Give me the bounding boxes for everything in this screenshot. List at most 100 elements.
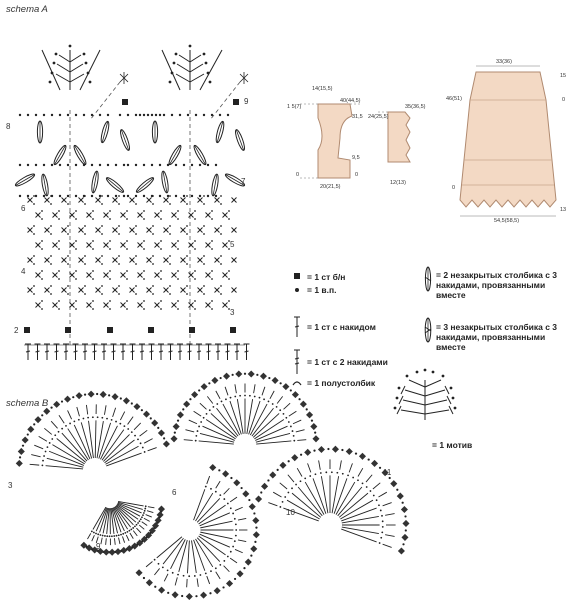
sc-square — [27, 425, 35, 433]
dc-stitch — [24, 343, 32, 361]
chain-dot — [169, 263, 171, 265]
sc-square — [304, 448, 312, 456]
sc-x-mark — [112, 197, 118, 203]
chain-dot — [120, 533, 122, 536]
chain-dot — [402, 543, 405, 546]
chain-dot — [87, 416, 90, 419]
sc-square — [358, 452, 367, 460]
chain-dot — [153, 558, 156, 561]
row-number: 11 — [383, 468, 392, 477]
fan-dc-stitch — [56, 438, 87, 463]
chain-dot — [106, 417, 108, 420]
sc-square — [244, 558, 252, 566]
chain-dot — [202, 416, 205, 419]
chain-dot — [198, 425, 201, 428]
fan-dc-stitch — [195, 492, 214, 522]
fan-dc-stitch — [114, 506, 131, 528]
chain-dot — [126, 218, 128, 220]
chain-dot — [143, 300, 145, 302]
row-number: 8 — [6, 122, 11, 131]
chain-dot — [117, 534, 120, 537]
fan-outer-stitch — [206, 396, 214, 404]
legend-ch: = 1 в.п. — [307, 285, 337, 295]
chain-dot — [50, 225, 52, 227]
chain-dot — [118, 285, 120, 287]
schema-b-fans — [15, 370, 410, 600]
sc-x-mark — [86, 242, 92, 248]
sc-x-mark — [197, 197, 203, 203]
chain-dot — [43, 455, 45, 457]
fan-dc-stitch — [198, 535, 226, 556]
chain-dot — [74, 113, 78, 117]
fan-dc-stitch — [216, 407, 239, 437]
fan-dc-stitch — [199, 533, 231, 548]
sc-x-mark — [197, 227, 203, 233]
fan-dc-stitch — [100, 425, 118, 460]
fan-dc-stitch — [116, 504, 139, 520]
schema-a-start-stars — [119, 72, 249, 84]
chain-dot — [299, 480, 302, 483]
chain-dot — [228, 210, 230, 212]
sc-x-mark — [103, 302, 109, 308]
chain-dot — [160, 278, 162, 280]
chain-dot — [194, 240, 196, 242]
chain-dot — [84, 263, 86, 265]
fan-dc-stitch — [113, 506, 129, 530]
fan-outer-stitch — [215, 571, 221, 580]
fan-motif — [135, 463, 260, 600]
chain-dot — [101, 534, 104, 537]
chain-dot — [205, 412, 208, 415]
chain-dot — [260, 491, 263, 494]
dc-stitch — [233, 343, 241, 361]
fan-dc-stitch — [106, 508, 110, 534]
chain-dot — [67, 203, 69, 205]
chain-dot — [118, 263, 120, 265]
chain-dot — [142, 194, 146, 198]
chain-dot — [243, 567, 246, 570]
fan-dc-stitch — [52, 444, 85, 465]
chain-dot — [75, 300, 77, 302]
chain-dot — [67, 255, 69, 257]
chain-dot — [182, 408, 185, 411]
fan-dc-stitch — [283, 507, 319, 522]
fan-outer-stitch — [145, 514, 152, 518]
chain-dot — [108, 394, 111, 397]
chain-dot — [26, 163, 30, 167]
fan-outer-stitch — [385, 534, 395, 537]
chain-dot — [361, 482, 364, 485]
sc-x-mark — [61, 227, 67, 233]
sc-x-mark — [103, 242, 109, 248]
chain-dot — [228, 248, 230, 250]
sc-square — [252, 531, 260, 539]
chain-dot — [118, 113, 122, 117]
chain-dot — [253, 512, 256, 515]
fan-dc-stitch — [95, 507, 108, 532]
sc-x-mark — [171, 242, 177, 248]
chain-dot — [199, 574, 202, 576]
chain-dot — [126, 530, 129, 533]
chain-dot — [206, 163, 210, 167]
measure-sleeve-top-left: 24(25,5) — [368, 114, 389, 120]
sc-x-mark — [154, 272, 160, 278]
chain-dot — [233, 540, 236, 543]
legend-tr: = 1 ст с 2 накидами — [307, 357, 388, 367]
row-number: 3 — [230, 308, 235, 317]
fan-dc-stitch — [170, 539, 186, 569]
fan-outer-stitch — [237, 539, 247, 543]
sc-square — [200, 591, 208, 599]
chain-dot — [248, 394, 251, 397]
fan-outer-stitch — [145, 561, 153, 568]
fan-dc-stitch — [196, 537, 221, 562]
schema-a-leaf-tops — [41, 44, 223, 91]
chain-dot — [135, 255, 137, 257]
sc-x-mark — [120, 212, 126, 218]
chain-dot — [263, 398, 265, 401]
dc-stitch — [100, 343, 108, 361]
chain-dot — [226, 555, 229, 558]
chain-dot — [208, 409, 211, 412]
chain-dot — [169, 255, 171, 257]
chain-dot — [74, 194, 78, 198]
schema-a-chain-dots — [18, 113, 230, 198]
chain-dot — [18, 456, 22, 459]
